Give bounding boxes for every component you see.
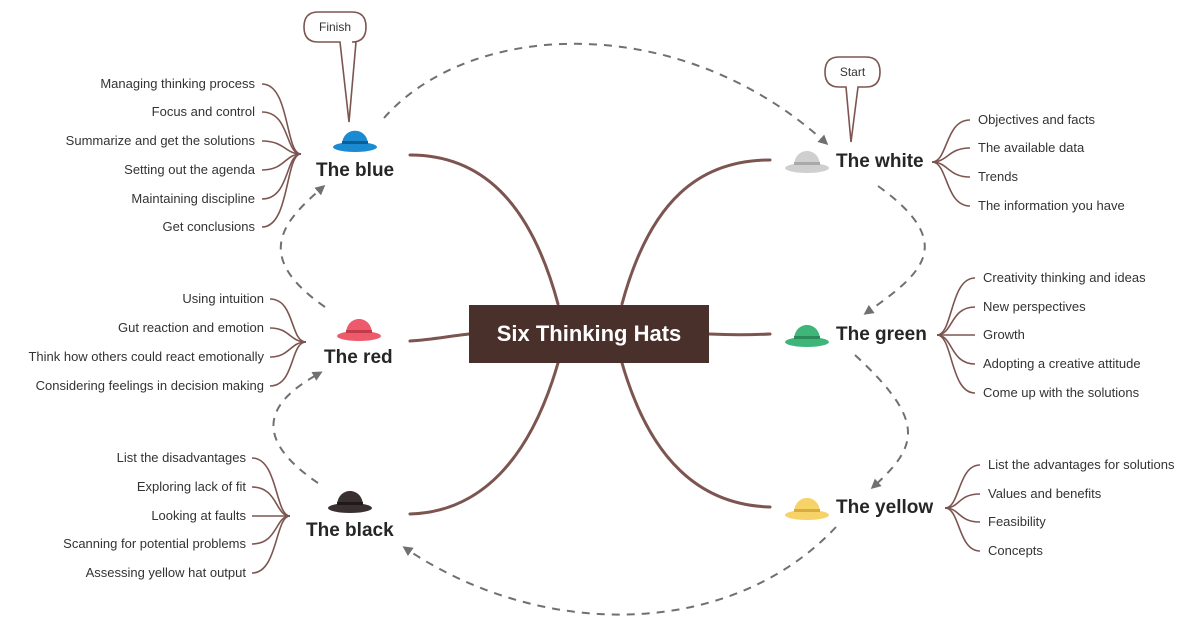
yellow-item: Concepts <box>988 543 1043 558</box>
red-item: Considering feelings in decision making <box>35 378 264 393</box>
hat-label-blue: The blue <box>316 160 395 181</box>
green-item: Growth <box>983 327 1025 342</box>
hat-label-white: The white <box>836 151 924 172</box>
finish-callout: Finish <box>318 20 351 34</box>
red-item: Gut reaction and emotion <box>118 320 264 335</box>
yellow-item: List the advantages for solutions <box>988 457 1175 472</box>
hat-label-yellow: The yellow <box>836 497 934 518</box>
green-item: Creativity thinking and ideas <box>983 270 1146 285</box>
hat-label-black: The black <box>306 520 394 541</box>
white-item: The available data <box>978 140 1085 155</box>
black-item: Scanning for potential problems <box>63 536 246 551</box>
main-branches <box>408 153 772 516</box>
white-item: Objectives and facts <box>978 112 1096 127</box>
blue-hat-icon <box>333 130 377 152</box>
black-item: List the disadvantages <box>116 450 246 465</box>
finish-callout-shape <box>303 11 367 123</box>
arrow-white-to-green <box>863 185 926 315</box>
yellow-item: Feasibility <box>988 514 1046 529</box>
yellow-hat-icon <box>785 498 829 520</box>
green-item: Come up with the solutions <box>983 385 1140 400</box>
arrow-red-to-blue <box>279 185 326 308</box>
leaf-connectors <box>251 83 981 574</box>
green-hat-icon <box>785 325 829 347</box>
black-item: Assessing yellow hat output <box>85 565 246 580</box>
blue-item: Setting out the agenda <box>124 162 255 177</box>
branch-blue <box>408 153 560 306</box>
blue-item: Summarize and get the solutions <box>65 133 255 148</box>
flow-arrows <box>272 42 926 616</box>
white-item: The information you have <box>978 198 1125 213</box>
red-hat-icon <box>337 319 381 341</box>
white-item: Trends <box>978 169 1018 184</box>
white-hat-icon <box>785 151 829 173</box>
branch-white <box>620 158 772 306</box>
arrow-green-to-yellow <box>854 354 909 489</box>
hat-label-green: The green <box>836 324 927 345</box>
blue-item: Managing thinking process <box>100 76 255 91</box>
hat-label-red: The red <box>324 347 393 368</box>
arrow-black-to-red <box>272 371 323 484</box>
branch-yellow <box>620 361 772 509</box>
red-item: Think how others could react emotionally <box>28 349 264 364</box>
blue-item: Focus and control <box>151 104 255 119</box>
arrow-blue-to-white <box>383 42 829 146</box>
start-callout-shape <box>824 56 881 143</box>
red-item: Using intuition <box>182 291 264 306</box>
blue-item: Maintaining discipline <box>131 191 255 206</box>
start-callout: Start <box>839 65 866 79</box>
green-item: Adopting a creative attitude <box>983 356 1141 371</box>
blue-item: Get conclusions <box>162 219 256 234</box>
black-hat-icon <box>328 491 372 513</box>
green-item: New perspectives <box>983 299 1086 314</box>
branch-green <box>707 332 772 337</box>
arrow-yellow-to-black <box>402 526 837 616</box>
black-item: Looking at faults <box>151 508 246 523</box>
yellow-item: Values and benefits <box>988 486 1102 501</box>
central-topic: Six Thinking Hats <box>469 305 709 363</box>
branch-black <box>408 361 560 516</box>
branch-red <box>408 332 471 343</box>
black-item: Exploring lack of fit <box>136 479 246 494</box>
